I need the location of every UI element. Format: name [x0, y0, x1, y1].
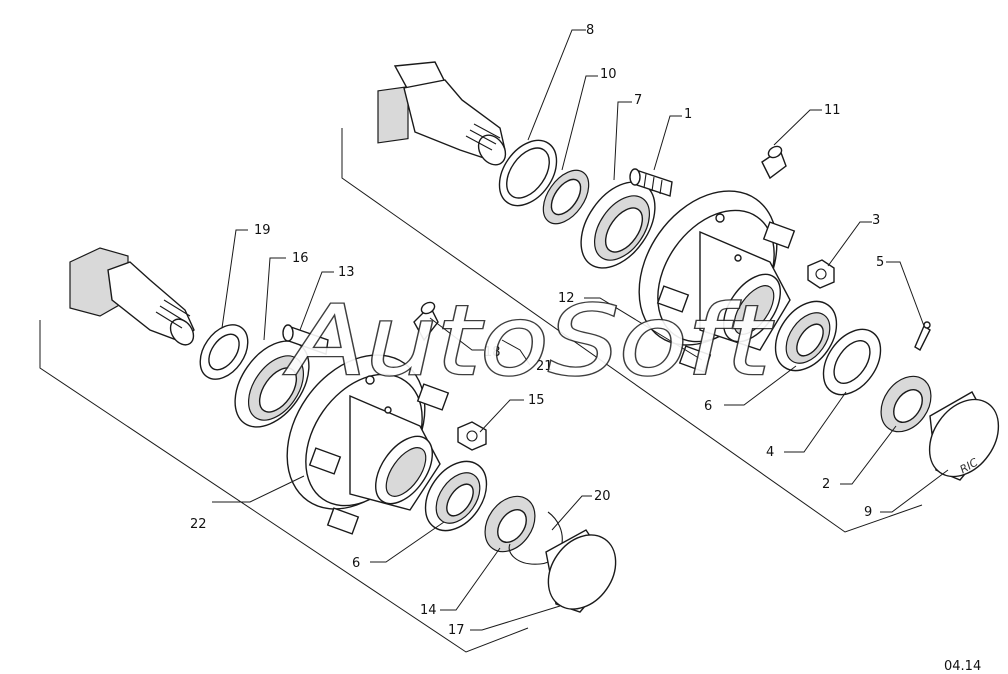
- callout-22: 22: [190, 517, 207, 532]
- callout-10: 10: [600, 67, 617, 82]
- callout-9: 9: [864, 505, 872, 520]
- callout-4: 4: [766, 445, 774, 460]
- lower-nut-15: [457, 421, 487, 451]
- upper-cotter-pin-5: [914, 321, 931, 351]
- callout-17: 17: [448, 623, 465, 638]
- callout-16: 16: [292, 251, 309, 266]
- upper-nut-3: [807, 259, 835, 289]
- callout-labels: 8 10 7 1 11 3 5 12 6 4 2 9 19 16 13 18 2…: [190, 23, 884, 638]
- lower-grease-nipple-18: [413, 301, 439, 342]
- upper-spindle: [377, 61, 507, 166]
- callout-12: 12: [558, 291, 575, 306]
- lower-assembly: [39, 247, 617, 653]
- lower-stud-13: [282, 324, 329, 355]
- callout-21: 21: [536, 359, 553, 374]
- upper-seal-4: [822, 328, 882, 396]
- lower-washer-19: [199, 324, 249, 380]
- callout-14: 14: [420, 603, 437, 618]
- lower-hub-22: [286, 354, 450, 535]
- callout-5: 5: [876, 255, 884, 270]
- callout-7: 7: [634, 93, 642, 108]
- upper-hubcap-9: RIC: [928, 391, 1000, 481]
- upper-assembly: RIC: [341, 61, 1000, 533]
- upper-grease-nipple-11: [761, 145, 787, 180]
- lower-castle-nut-14: [484, 495, 536, 553]
- callout-6-lower: 6: [352, 556, 360, 571]
- callout-6-upper: 6: [704, 399, 712, 414]
- callout-3: 3: [872, 213, 880, 228]
- upper-bearing-7: [580, 181, 656, 269]
- callout-11: 11: [824, 103, 841, 118]
- callout-1: 1: [684, 107, 692, 122]
- callout-19: 19: [254, 223, 271, 238]
- lower-spindle: [69, 247, 195, 346]
- callout-2: 2: [822, 477, 830, 492]
- callout-8: 8: [586, 23, 594, 38]
- upper-hub-12: [638, 190, 796, 373]
- lower-bracket-line: [39, 320, 529, 653]
- upper-washer-10: [542, 169, 590, 225]
- upper-bearing-6: [774, 300, 838, 372]
- callout-20: 20: [594, 489, 611, 504]
- lower-bearing-16: [234, 340, 310, 428]
- upper-stud-1: [629, 168, 673, 197]
- lower-bearing-6: [424, 460, 488, 532]
- callout-15: 15: [528, 393, 545, 408]
- upper-seal-8: [498, 139, 558, 207]
- lower-snap-ring-20: [508, 511, 563, 565]
- watermark: AutoSoft: [283, 285, 774, 397]
- lower-hubcap-17: [545, 529, 617, 613]
- upper-bracket-line: [341, 128, 923, 533]
- callout-18: 18: [484, 345, 501, 360]
- upper-castle-nut-2: [880, 375, 932, 433]
- leader-lines: [212, 29, 949, 631]
- callout-13: 13: [338, 265, 355, 280]
- page-code: 04.14: [944, 659, 981, 674]
